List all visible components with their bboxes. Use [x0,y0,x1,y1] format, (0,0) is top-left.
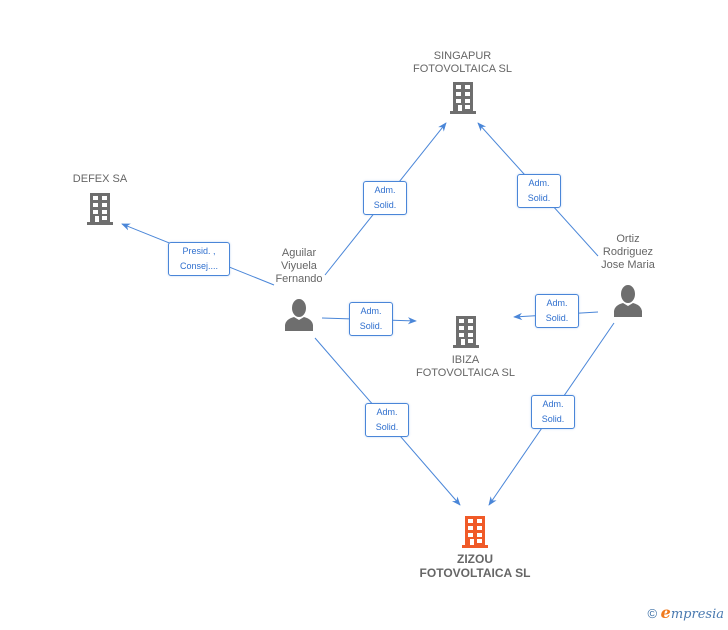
node-singapur[interactable]: SINGAPUR FOTOVOLTAICA SL [395,50,530,116]
copyright-icon: © [647,606,658,621]
node-label: SINGAPUR FOTOVOLTAICA SL [412,50,513,75]
edge-label-ortiz-zizou[interactable]: Adm. Solid. [531,395,575,429]
edge-label-ortiz-singapur[interactable]: Adm. Solid. [517,174,561,208]
node-label: DEFEX SA [72,173,128,185]
person-icon [285,299,313,331]
node-zizou[interactable]: ZIZOU FOTOVOLTAICA SL [400,514,550,580]
edge-label-ortiz-ibiza[interactable]: Adm. Solid. [535,294,579,328]
edge-label-aguilar-singapur[interactable]: Adm. Solid. [363,181,407,215]
node-label: Aguilar Viyuela Fernando [275,247,323,285]
building-icon [449,82,476,114]
node-label: ZIZOU FOTOVOLTAICA SL [419,552,531,580]
brand-rest: mpresia [670,607,724,622]
edge-label-aguilar-zizou[interactable]: Adm. Solid. [365,403,409,437]
building-icon [462,516,488,548]
person-icon [614,285,642,317]
edge-label-aguilar-defex[interactable]: Presid. , Consej.... [168,242,230,276]
node-label: IBIZA FOTOVOLTAICA SL [415,354,516,379]
footer-brand: © empresia [647,603,724,622]
node-aguilar[interactable]: Aguilar Viyuela Fernando [258,247,340,332]
brand-initial: e [660,603,671,622]
building-icon [87,193,113,225]
node-label: Ortiz Rodriguez Jose Maria [601,233,655,271]
brand-logo[interactable]: empresia [661,603,724,622]
building-icon [452,316,479,348]
node-defex[interactable]: DEFEX SA [55,173,145,227]
edge-label-aguilar-ibiza[interactable]: Adm. Solid. [349,302,393,336]
node-ibiza[interactable]: IBIZA FOTOVOLTAICA SL [398,314,533,380]
node-ortiz[interactable]: Ortiz Rodriguez Jose Maria [588,233,668,318]
